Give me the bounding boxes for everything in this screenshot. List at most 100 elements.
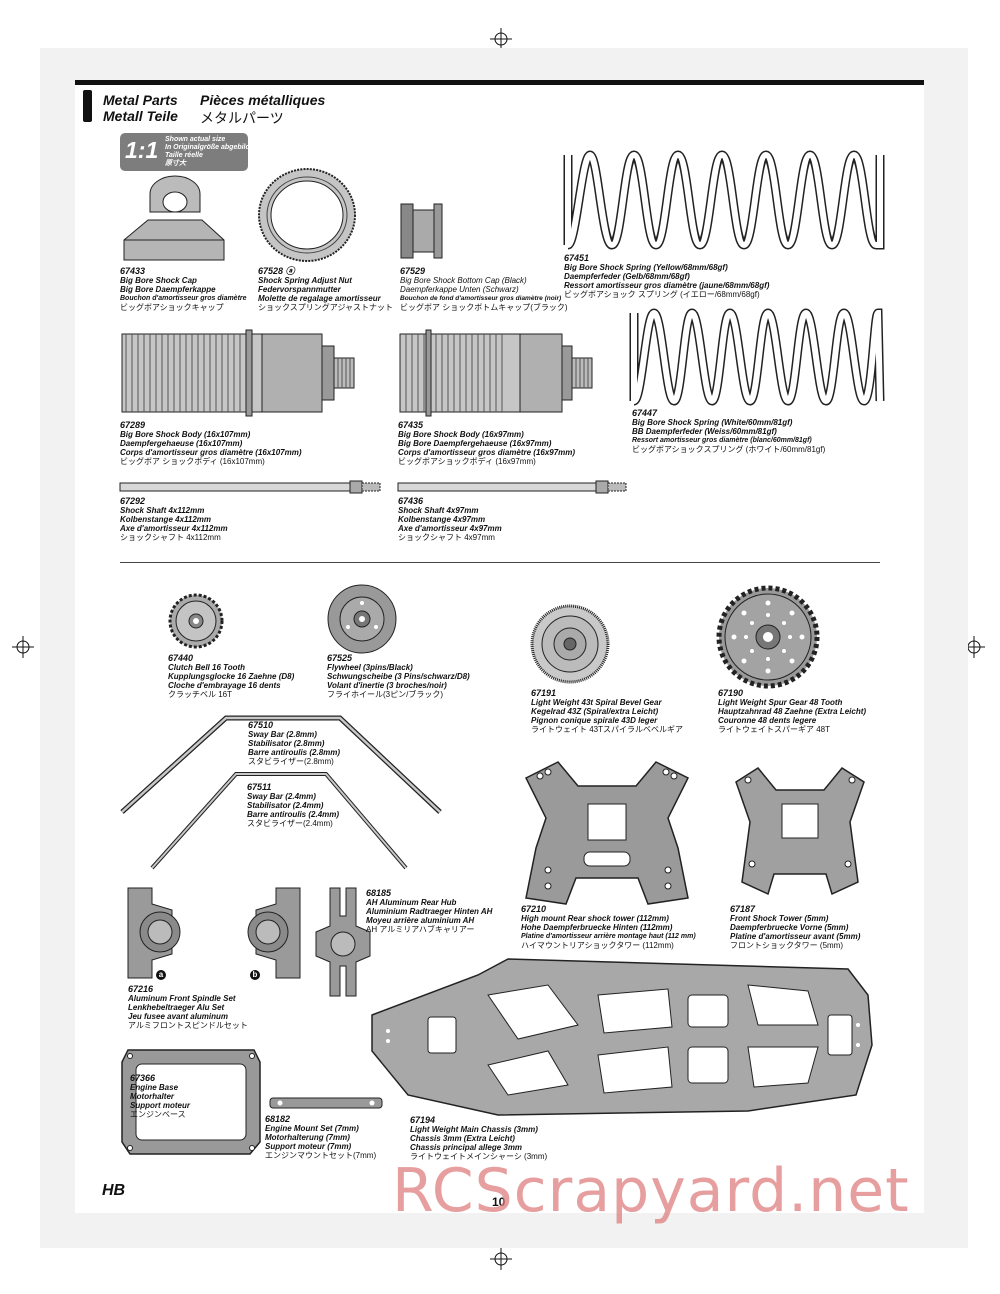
spring-white-drawing [629,308,885,406]
spindle-marker-a: a [156,970,166,980]
part-name-de: Kupplungsglocke 16 Zaehne (D8) [168,672,295,681]
part-name-fr: Moyeu arrière aluminium AH [366,916,475,925]
part-label-67511: 67511 Sway Bar (2.4mm) Stabilisator (2.4… [247,782,339,828]
part-name-en: Shock Spring Adjust Nut [258,276,352,285]
bevel-gear-drawing [530,604,610,684]
scale-text: Shown actual size In Originalgröße abgeb… [165,136,256,168]
part-name-fr: Jeu fusee avant aluminum [128,1012,229,1021]
part-label-67510: 67510 Sway Bar (2.8mm) Stabilisator (2.8… [248,720,340,766]
part-name-en: Big Bore Shock Spring (Yellow/68mm/68gf) [564,263,728,272]
part-name-jp: ライトウェイト 43Tスパイラルベベルギア [531,725,684,734]
part-label-67447: 67447 Big Bore Shock Spring (White/60mm/… [632,408,825,454]
part-name-en: Aluminum Front Spindle Set [128,994,236,1003]
part-name-jp: ビッグボアショックスプリング (ホワイト/60mm/81gf) [632,445,826,454]
actual-size-badge [120,133,248,171]
scale-text-en: Shown actual size [165,136,226,143]
part-number: 67435 [398,420,424,430]
part-number: 67191 [531,688,557,698]
part-name-en: Big Bore Shock Cap [120,276,197,285]
part-number: 67292 [120,496,146,506]
part-name-jp: ライトウェイトスパーギア 48T [718,725,831,734]
part-name-jp: ビッグボアショック スプリング (イエロー/68mm/68gf) [564,290,760,299]
header-title-jp: メタルパーツ [200,110,284,126]
part-label-67525: 67525 Flywheel (3pins/Black) Schwungsche… [327,653,470,699]
part-label-67292: 67292 Shock Shaft 4x112mm Kolbenstange 4… [120,496,228,542]
part-number: 67433 [120,266,146,276]
part-name-de: Chassis 3mm (Extra Leicht) [410,1134,515,1143]
engine-base-drawing [121,1049,261,1155]
part-name-jp: AH アルミリアハブキャリアー [366,925,475,934]
part-name-jp: フロントショックタワー (5mm) [730,941,844,950]
main-chassis-drawing [371,958,873,1116]
part-number: 67366 [130,1073,156,1083]
part-label-67451: 67451 Big Bore Shock Spring (Yellow/68mm… [564,253,769,299]
section-divider [120,562,880,563]
part-label-67191: 67191 Light Weight 43t Spiral Bevel Gear… [531,688,683,734]
brand-logo: HB [102,1182,126,1199]
engine-mount-drawing [269,1097,383,1109]
crop-mark-left [12,636,34,658]
part-number: 67194 [410,1115,436,1125]
part-name-fr: Corps d'amortisseur gros diamètre (16x10… [120,448,302,457]
part-number: 67289 [120,420,146,430]
spindle-marker-b: b [250,970,260,980]
part-name-en: High mount Rear shock tower (112mm) [521,914,669,923]
part-name-en: Big Bore Shock Body (16x107mm) [120,430,251,439]
header-accent-bar [83,90,92,122]
crop-mark-top [490,28,512,50]
part-name-jp: ショックシャフト 4x97mm [398,533,495,542]
bottom-cap-drawing [400,203,443,259]
spur-gear-drawing [716,585,820,689]
part-name-de: Kegelrad 43Z (Spiral/extra Leicht) [531,707,659,716]
part-name-de: Big Bore Daempfergehaeuse (16x97mm) [398,439,552,448]
part-name-en: Big Bore Shock Bottom Cap (Black) [400,276,527,285]
shock-shaft-short-drawing [397,480,627,494]
part-name-en: Light Weight Spur Gear 48 Tooth [718,698,843,707]
part-name-en: Big Bore Shock Spring (White/60mm/81gf) [632,418,793,427]
part-name-jp: アルミフロントスピンドルセット [128,1021,248,1030]
part-label-67210: 67210 High mount Rear shock tower (112mm… [521,904,696,950]
part-name-fr: Axe d'amortisseur 4x112mm [120,524,228,533]
part-name-en: Clutch Bell 16 Tooth [168,663,246,672]
part-name-fr: Ressort amortisseur gros diamètre (blanc… [632,437,812,444]
part-name-en: AH Aluminum Rear Hub [366,898,457,907]
part-name-fr: Molette de regalage amortisseur [258,294,381,303]
clutch-bell-drawing [168,593,224,649]
flywheel-drawing [327,584,397,654]
part-label-67436: 67436 Shock Shaft 4x97mm Kolbenstange 4x… [398,496,502,542]
page-number: 10 [492,1195,506,1209]
part-name-de: BB Daempferfeder (Weiss/60mm/81gf) [632,427,777,436]
rear-hub-drawing [315,887,371,997]
part-name-de: Stabilisator (2.4mm) [247,801,324,810]
part-label-68182: 68182 Engine Mount Set (7mm) Motorhalter… [265,1114,376,1160]
part-name-de: Schwungscheibe (3 Pins/schwarz/D8) [327,672,470,681]
part-label-67366: 67366 Engine Base Motorhalter Support mo… [130,1073,190,1119]
part-label-67216: 67216 Aluminum Front Spindle Set Lenkheb… [128,984,248,1030]
scale-label: 1:1 [125,137,159,163]
part-number: 67529 [400,266,426,276]
part-name-en: Sway Bar (2.4mm) [247,792,316,801]
part-name-jp: ビッグボアショックボディ (16x97mm) [398,457,536,466]
part-name-jp: ビッグボア ショックボトムキャップ(ブラック) [400,303,568,312]
part-label-68185: 68185 AH Aluminum Rear Hub Aluminium Rad… [366,888,492,934]
part-name-fr: Volant d'inertie (3 broches/noir) [327,681,447,690]
part-name-jp: ハイマウントリアショックタワー (112mm) [521,941,674,950]
header-title-fr: Pièces métalliques [200,92,326,108]
part-name-de: Aluminium Radtraeger Hinten AH [366,907,493,916]
part-name-fr: Bouchon de fond d'amortisseur gros diamè… [400,295,562,302]
part-number: 67528 ⓐ [258,266,295,276]
part-label-67194: 67194 Light Weight Main Chassis (3mm) Ch… [410,1115,547,1161]
part-name-de: Daempferbruecke Vorne (5mm) [730,923,849,932]
part-name-fr: Barre antiroulis (2.4mm) [247,810,340,819]
rear-shock-tower-drawing [524,761,690,905]
part-label-67435: 67435 Big Bore Shock Body (16x97mm) Big … [398,420,575,466]
part-name-de: Stabilisator (2.8mm) [248,739,325,748]
part-number: 67440 [168,653,194,663]
part-name-jp: スタビライザー(2.8mm) [248,757,334,766]
front-spindle-set-drawing [127,887,301,979]
part-name-en: Big Bore Shock Body (16x97mm) [398,430,524,439]
spring-yellow-drawing [563,150,885,250]
header-title-en: Metal Parts [103,92,178,108]
part-name-fr: Pignon conique spirale 43D leger [531,716,658,725]
part-name-jp: ビッグボアショックキャップ [120,303,224,312]
